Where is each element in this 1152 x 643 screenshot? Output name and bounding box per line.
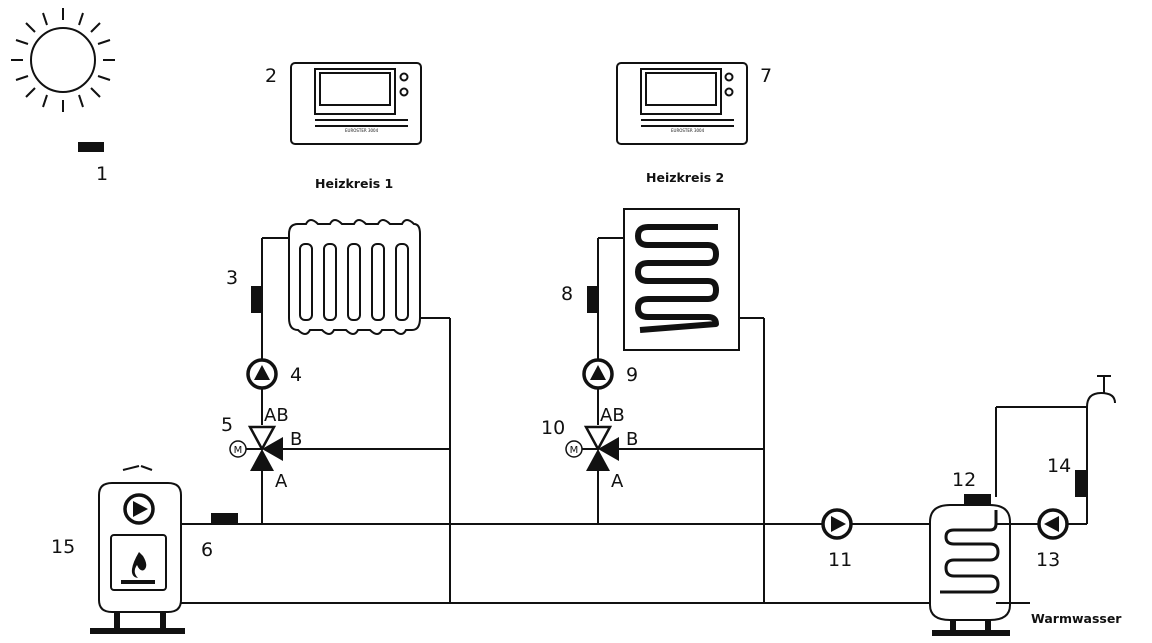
radiator [288,219,421,335]
circulation-sensor [1075,470,1087,497]
label-4: 4 [290,364,302,386]
motor-icon [565,440,583,458]
label-1: 1 [96,163,108,185]
sun-icon [11,8,115,112]
pipework [181,237,1088,604]
controller-1: EUROSTER 3004 [290,62,422,145]
valve-1-port-b: B [290,429,302,450]
valve-1-port-a: A [275,471,288,492]
floor-heating-panel [623,208,740,351]
heating-circuit-2-title: Heizkreis 2 [646,170,724,185]
label-10: 10 [541,417,565,439]
label-3: 3 [226,267,238,289]
label-11: 11 [828,549,852,571]
outdoor-sensor [78,142,104,152]
pump-circuit-1-icon [246,358,278,390]
tank-sensor [964,494,991,506]
motor-icon [229,440,247,458]
label-15: 15 [51,536,75,558]
label-13: 13 [1036,549,1060,571]
motor-label: M [570,445,579,456]
boiler-pump-icon [123,493,155,525]
flow-sensor-circuit-1 [251,286,263,313]
hot-water-label: Warmwasser [1031,611,1122,626]
flame-icon [121,552,155,584]
label-14: 14 [1047,455,1071,477]
label-9: 9 [626,364,638,386]
boiler-sensor [211,513,238,525]
label-2: 2 [265,65,277,87]
tap-icon [1086,375,1116,408]
pump-circuit-2-icon [582,358,614,390]
valve-2-port-ab: AB [600,405,625,426]
mixing-valve-circuit-1: M [229,425,283,471]
label-5: 5 [221,414,233,436]
label-8: 8 [561,283,573,305]
controller-2: EUROSTER 3004 [616,62,748,145]
valve-1-port-ab: AB [264,405,289,426]
motor-label: M [234,445,243,456]
valve-2-port-a: A [611,471,624,492]
valve-2-port-b: B [626,429,638,450]
pump-tank-loading-icon [821,508,853,540]
hot-water-tank [929,504,1011,636]
label-7: 7 [760,65,772,87]
mixing-valve-circuit-2: M [565,425,619,471]
controller-1-brand: EUROSTER 3004 [345,128,379,133]
label-12: 12 [952,469,976,491]
boiler [90,465,185,634]
controller-2-brand: EUROSTER 3004 [671,128,705,133]
heating-circuit-1-title: Heizkreis 1 [315,176,393,191]
pump-circulation-icon [1037,508,1069,540]
label-6: 6 [201,539,213,561]
flow-sensor-circuit-2 [587,286,599,313]
